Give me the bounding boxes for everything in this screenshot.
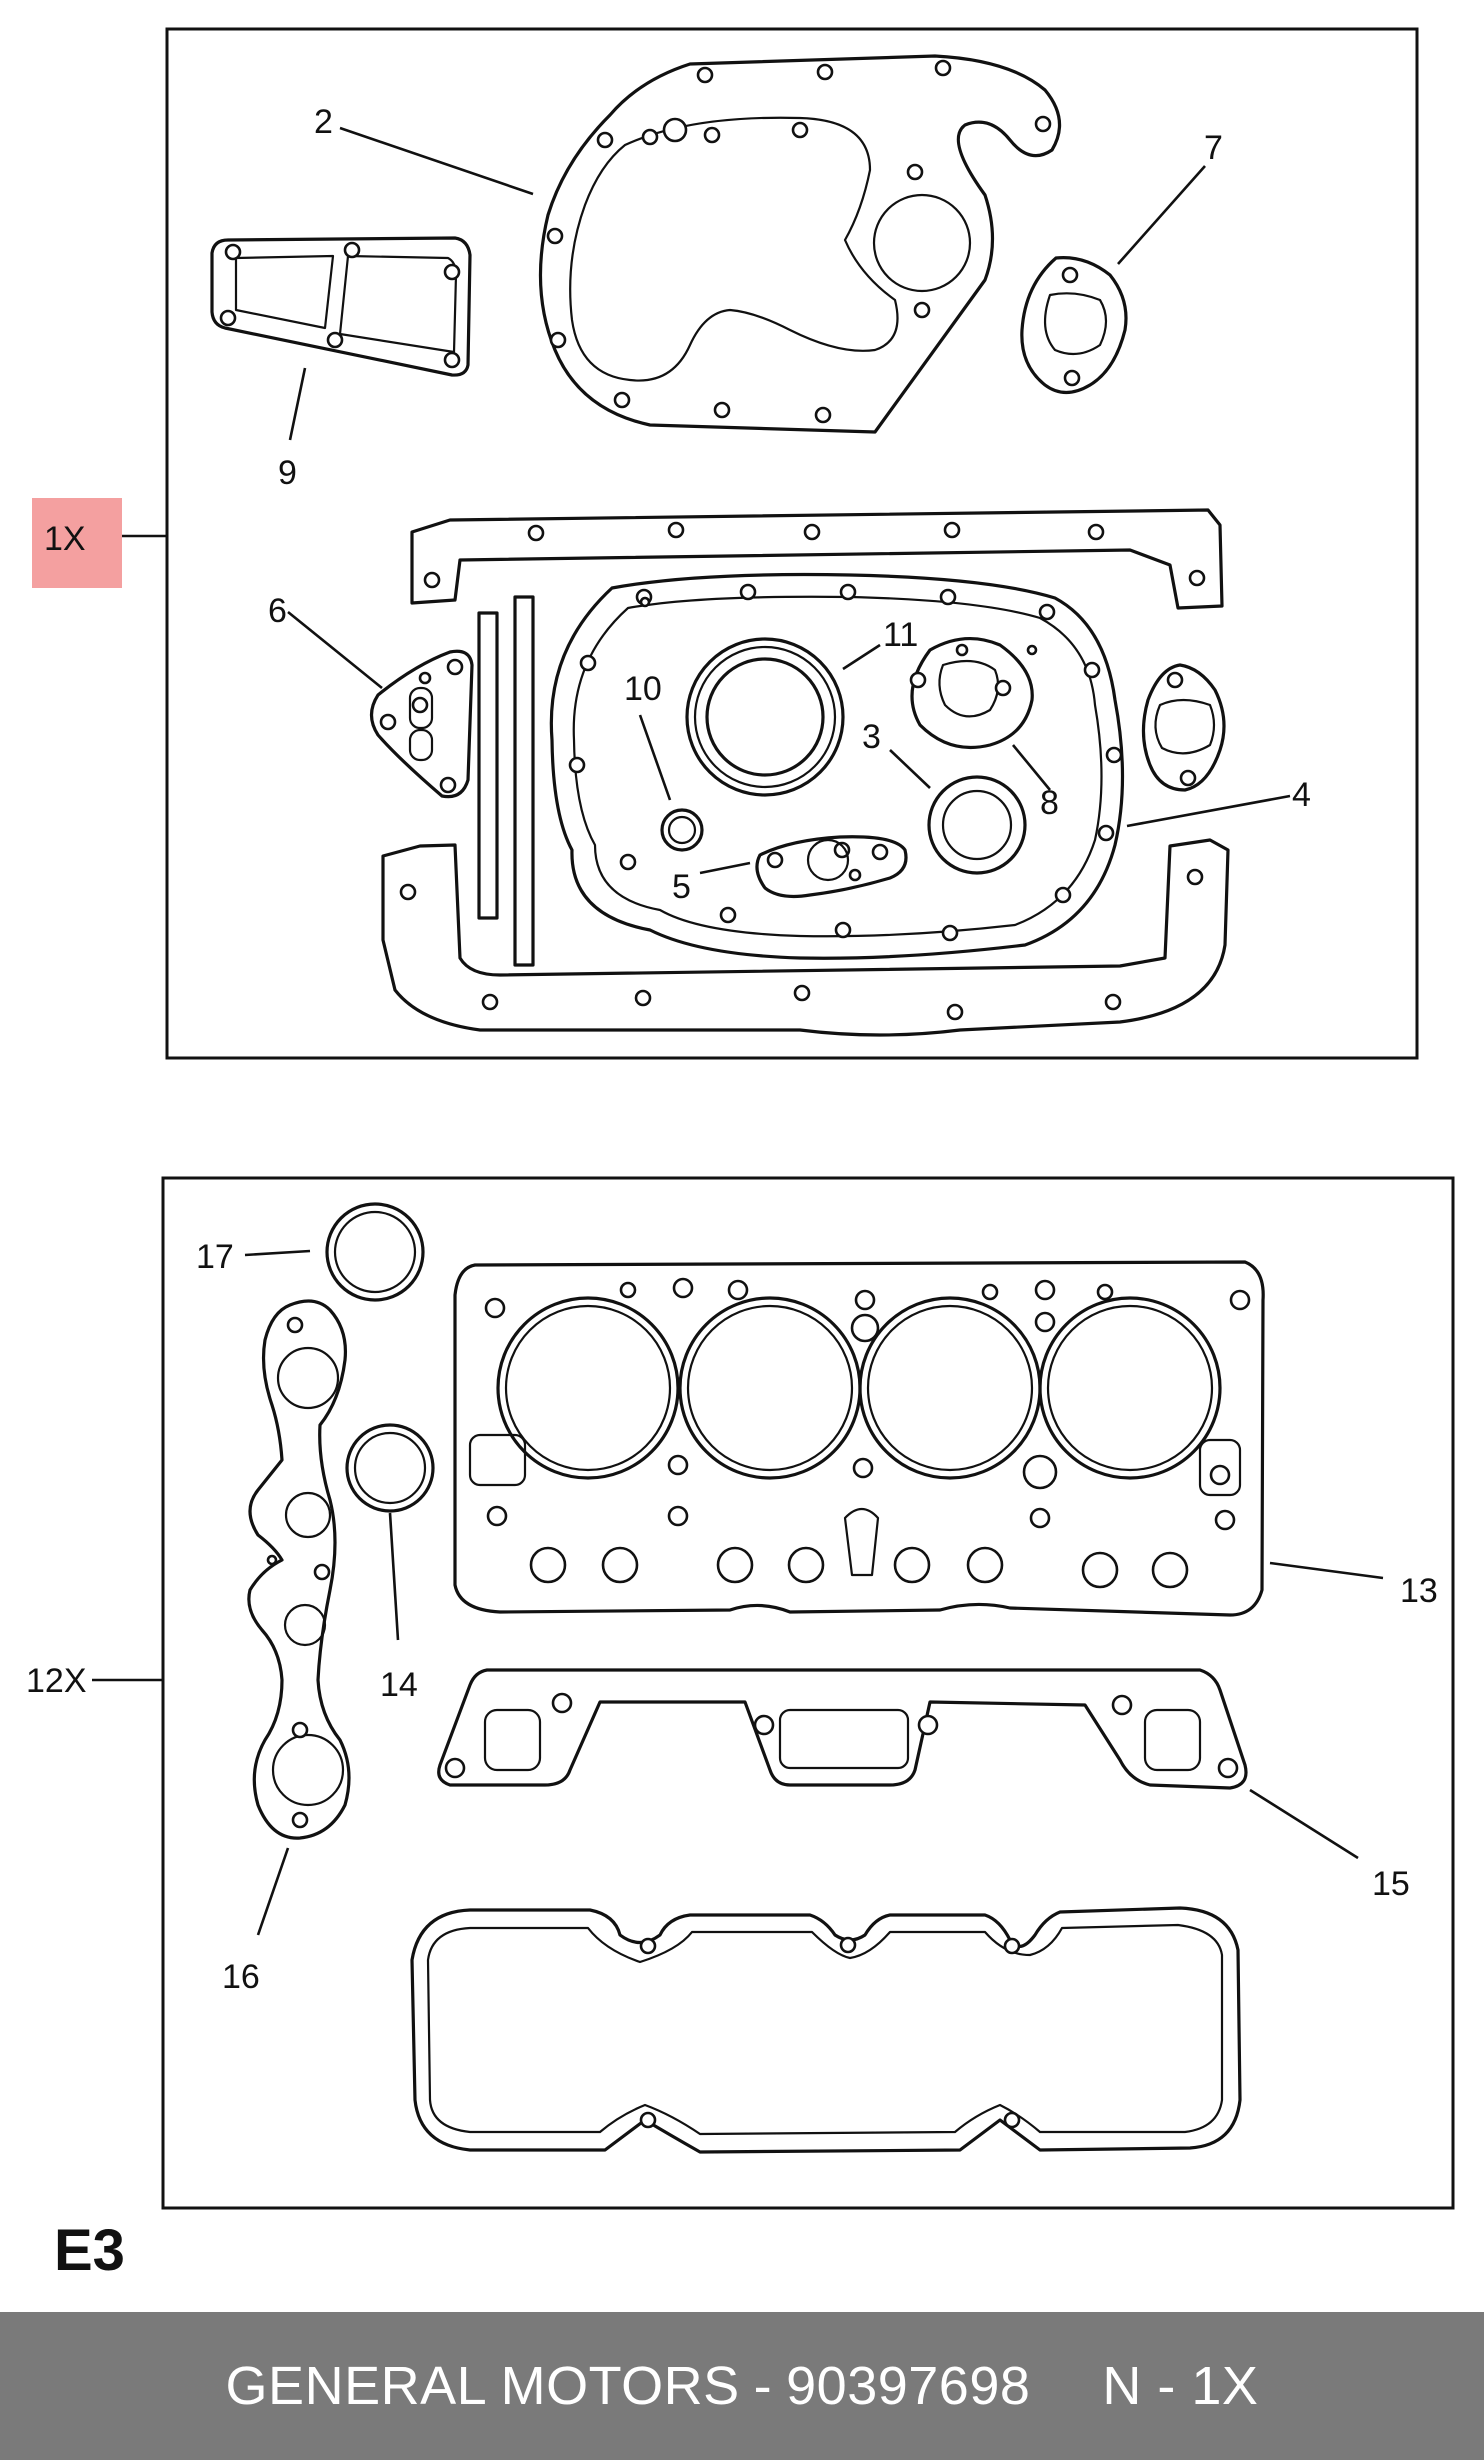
manifold-gasket-15 (437, 1668, 1248, 1790)
upper-set-highlight (32, 498, 122, 588)
footer-quantity: N - 1X (1102, 2356, 1259, 2416)
upper-set-frame (165, 27, 1419, 1060)
flange-gasket-6 (369, 649, 474, 799)
footer-separator: - (753, 2356, 773, 2416)
callout-8: 8 (1040, 784, 1059, 822)
footer-brand: GENERAL MOTORS (225, 2356, 740, 2416)
front-plate-gasket-4 (549, 572, 1125, 960)
seal-strip-right (513, 595, 535, 967)
seal-ring-14 (345, 1423, 435, 1513)
seal-strip-left (477, 611, 499, 920)
o-ring-10 (660, 808, 704, 852)
timing-cover-gasket (538, 54, 1062, 434)
footer-bar: GENERAL MOTORS - 90397698 N - 1X (0, 2312, 1484, 2460)
callout-4: 4 (1292, 776, 1311, 814)
flange-gasket-5 (755, 835, 908, 899)
callout-15: 15 (1372, 1865, 1410, 1903)
flange-gasket-7 (1020, 256, 1128, 395)
callout-16: 16 (222, 1958, 260, 1996)
callout-5: 5 (672, 868, 691, 906)
upper-set-quantity: 1X (44, 520, 86, 558)
callout-3: 3 (862, 718, 881, 756)
callout-14: 14 (380, 1666, 418, 1704)
flange-gasket-right (1141, 663, 1226, 792)
oil-pan-upper-strip (410, 508, 1224, 610)
pump-flange-gasket-8 (909, 636, 1034, 750)
head-gasket-13 (453, 1260, 1265, 1617)
callout-9: 9 (278, 454, 297, 492)
cover-gasket-9 (210, 236, 472, 377)
section-label: E3 (54, 2218, 125, 2283)
seal-ring-11 (685, 637, 845, 797)
manifold-gasket-16 (247, 1299, 351, 1840)
seal-ring-17 (325, 1202, 425, 1302)
footer-part-number: 90397698 (786, 2356, 1031, 2416)
rocker-cover-gasket (410, 1906, 1242, 2154)
lower-set-frame (161, 1176, 1455, 2210)
callout-13: 13 (1400, 1572, 1438, 1610)
callout-2: 2 (314, 103, 333, 141)
callout-6: 6 (268, 592, 287, 630)
gasket-diagram: 1X 2 7 9 (26, 27, 1455, 2210)
callout-7: 7 (1204, 129, 1223, 167)
oil-pan-lower-strip (381, 838, 1230, 1037)
callout-17: 17 (196, 1238, 234, 1276)
seal-ring-3 (927, 775, 1027, 875)
lower-set-quantity: 12X (26, 1662, 87, 1700)
callout-11: 11 (883, 616, 918, 654)
callout-10: 10 (624, 670, 662, 708)
